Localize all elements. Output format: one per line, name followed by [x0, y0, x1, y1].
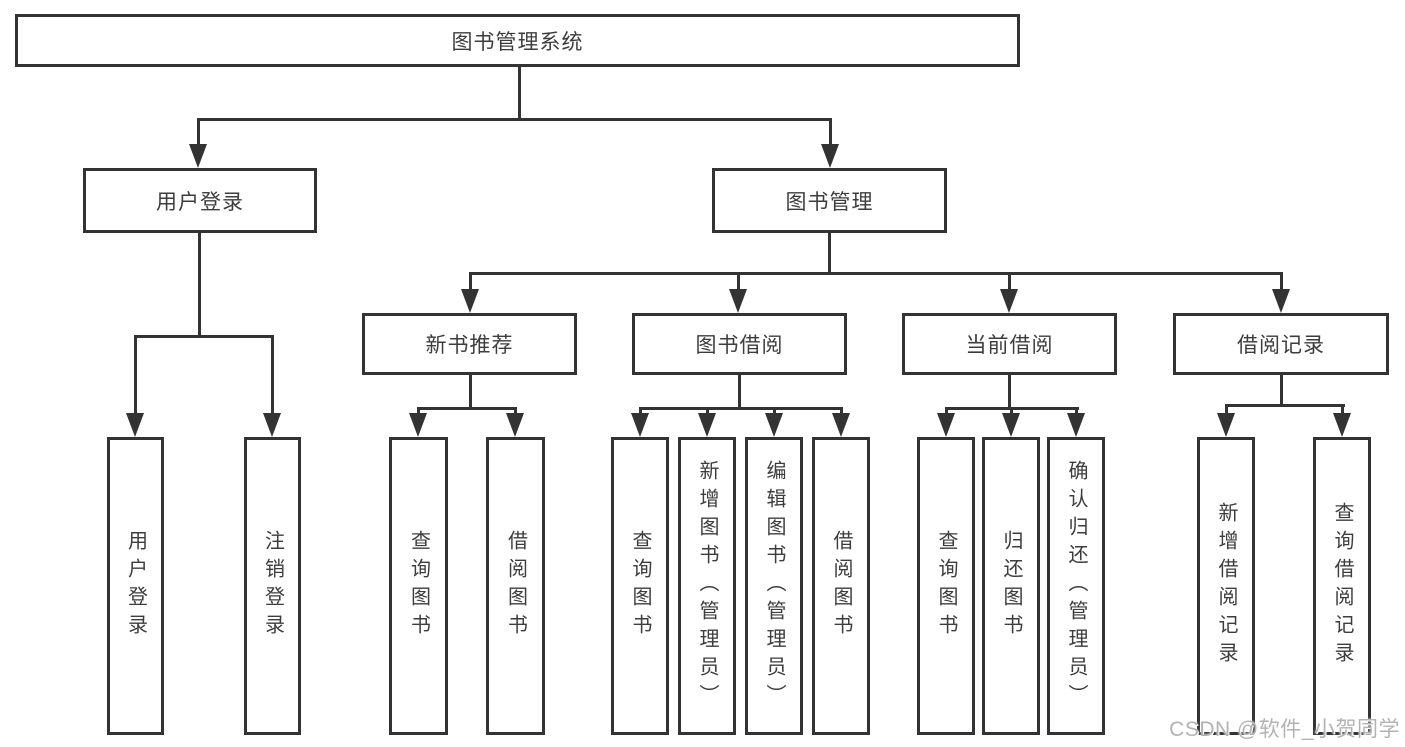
leaf-query-book: 查询图书 [611, 437, 669, 735]
arrowhead-down-icon [1333, 413, 1351, 437]
connector-line [417, 407, 517, 410]
arrowhead-down-icon [506, 413, 524, 437]
leaf-borrow-book: 借阅图书 [812, 437, 870, 735]
node-label: 借阅记录 [1237, 334, 1325, 357]
arrowhead-down-icon [1067, 413, 1085, 437]
leaf-add-book-admin: 新增图书（管理员） [678, 437, 736, 735]
leaf-edit-book-admin: 编辑图书（管理员） [745, 437, 803, 735]
arrowhead-down-icon [937, 413, 955, 437]
connector-line [840, 407, 843, 415]
node-label: 用户登录 [156, 190, 244, 214]
connector-line [469, 272, 472, 290]
connector-line [469, 272, 1283, 275]
arrowhead-down-icon [1002, 413, 1020, 437]
arrowhead-down-icon [631, 413, 649, 437]
leaf-borrow-book-recommend: 借阅图书 [486, 437, 545, 735]
connector-line [639, 407, 642, 415]
leaf-return-book: 归还图书 [982, 437, 1040, 735]
node-book-management: 图书管理 [712, 168, 947, 233]
node-label: 当前借阅 [965, 334, 1054, 357]
leaf-logout-login: 注销登录 [244, 437, 301, 735]
leaf-label: 借阅图书 [830, 530, 852, 642]
node-new-book-recommend: 新书推荐 [362, 313, 577, 375]
connector-line [1280, 272, 1283, 290]
connector-line [639, 407, 843, 410]
connector-line [271, 335, 274, 415]
node-user-login: 用户登录 [83, 168, 317, 233]
leaf-add-borrow-record: 新增借阅记录 [1197, 437, 1255, 735]
arrowhead-down-icon [698, 413, 716, 437]
connector-line [1225, 404, 1345, 407]
connector-line [197, 118, 200, 145]
leaf-label: 查询图书 [407, 530, 430, 642]
leaf-query-book-current: 查询图书 [917, 437, 975, 735]
connector-line [1075, 407, 1078, 415]
leaf-label: 新增借阅记录 [1215, 502, 1237, 670]
connector-line [469, 375, 472, 409]
leaf-query-book-recommend: 查询图书 [389, 437, 448, 735]
connector-line [1010, 407, 1013, 415]
arrowhead-down-icon [461, 289, 479, 313]
leaf-label: 确认归还（管理员） [1065, 460, 1087, 712]
leaf-label: 用户登录 [124, 530, 147, 642]
connector-line [828, 233, 831, 274]
watermark: CSDN @软件_小贺同学 [1169, 718, 1400, 741]
leaf-label: 新增图书（管理员） [696, 460, 718, 712]
connector-line [829, 118, 832, 145]
node-book-borrow: 图书借阅 [632, 313, 847, 375]
node-label: 新书推荐 [425, 334, 514, 357]
arrowhead-down-icon [263, 413, 281, 437]
leaf-label: 借阅图书 [504, 530, 527, 642]
leaf-query-borrow-record: 查询借阅记录 [1313, 437, 1371, 735]
leaf-label: 查询图书 [935, 530, 957, 642]
connector-line [945, 407, 948, 415]
connector-line [514, 407, 517, 415]
node-label: 图书管理 [785, 190, 874, 214]
arrowhead-down-icon [1272, 289, 1290, 313]
connector-line [1280, 375, 1283, 406]
arrowhead-down-icon [189, 144, 207, 168]
leaf-user-login: 用户登录 [107, 437, 164, 735]
node-label: 图书管理系统 [451, 30, 584, 54]
arrowhead-down-icon [1217, 413, 1235, 437]
node-label: 图书借阅 [695, 334, 784, 357]
leaf-label: 查询图书 [629, 530, 651, 642]
leaf-label: 归还图书 [1000, 530, 1022, 642]
node-borrow-record: 借阅记录 [1173, 313, 1389, 375]
connector-line [706, 407, 709, 415]
arrowhead-down-icon [821, 144, 839, 168]
arrowhead-down-icon [409, 413, 427, 437]
node-current-borrow: 当前借阅 [902, 313, 1117, 375]
leaf-confirm-return-admin: 确认归还（管理员） [1047, 437, 1105, 735]
leaf-label: 查询借阅记录 [1331, 502, 1353, 670]
arrowhead-down-icon [126, 413, 144, 437]
arrowhead-down-icon [832, 413, 850, 437]
connector-line [197, 118, 832, 121]
connector-line [738, 375, 741, 409]
leaf-label: 注销登录 [261, 530, 284, 642]
connector-line [518, 67, 521, 119]
connector-line [134, 335, 274, 338]
leaf-label: 编辑图书（管理员） [763, 460, 785, 712]
connector-line [417, 407, 420, 415]
connector-line [1225, 404, 1228, 415]
node-root: 图书管理系统 [15, 14, 1020, 67]
connector-line [1008, 375, 1011, 409]
connector-line [198, 233, 201, 337]
connector-line [1008, 272, 1011, 290]
connector-line [1341, 404, 1344, 415]
arrowhead-down-icon [765, 413, 783, 437]
arrowhead-down-icon [1000, 289, 1018, 313]
arrowhead-down-icon [729, 289, 747, 313]
connector-line [773, 407, 776, 415]
connector-line [134, 335, 137, 415]
connector-line [737, 272, 740, 290]
